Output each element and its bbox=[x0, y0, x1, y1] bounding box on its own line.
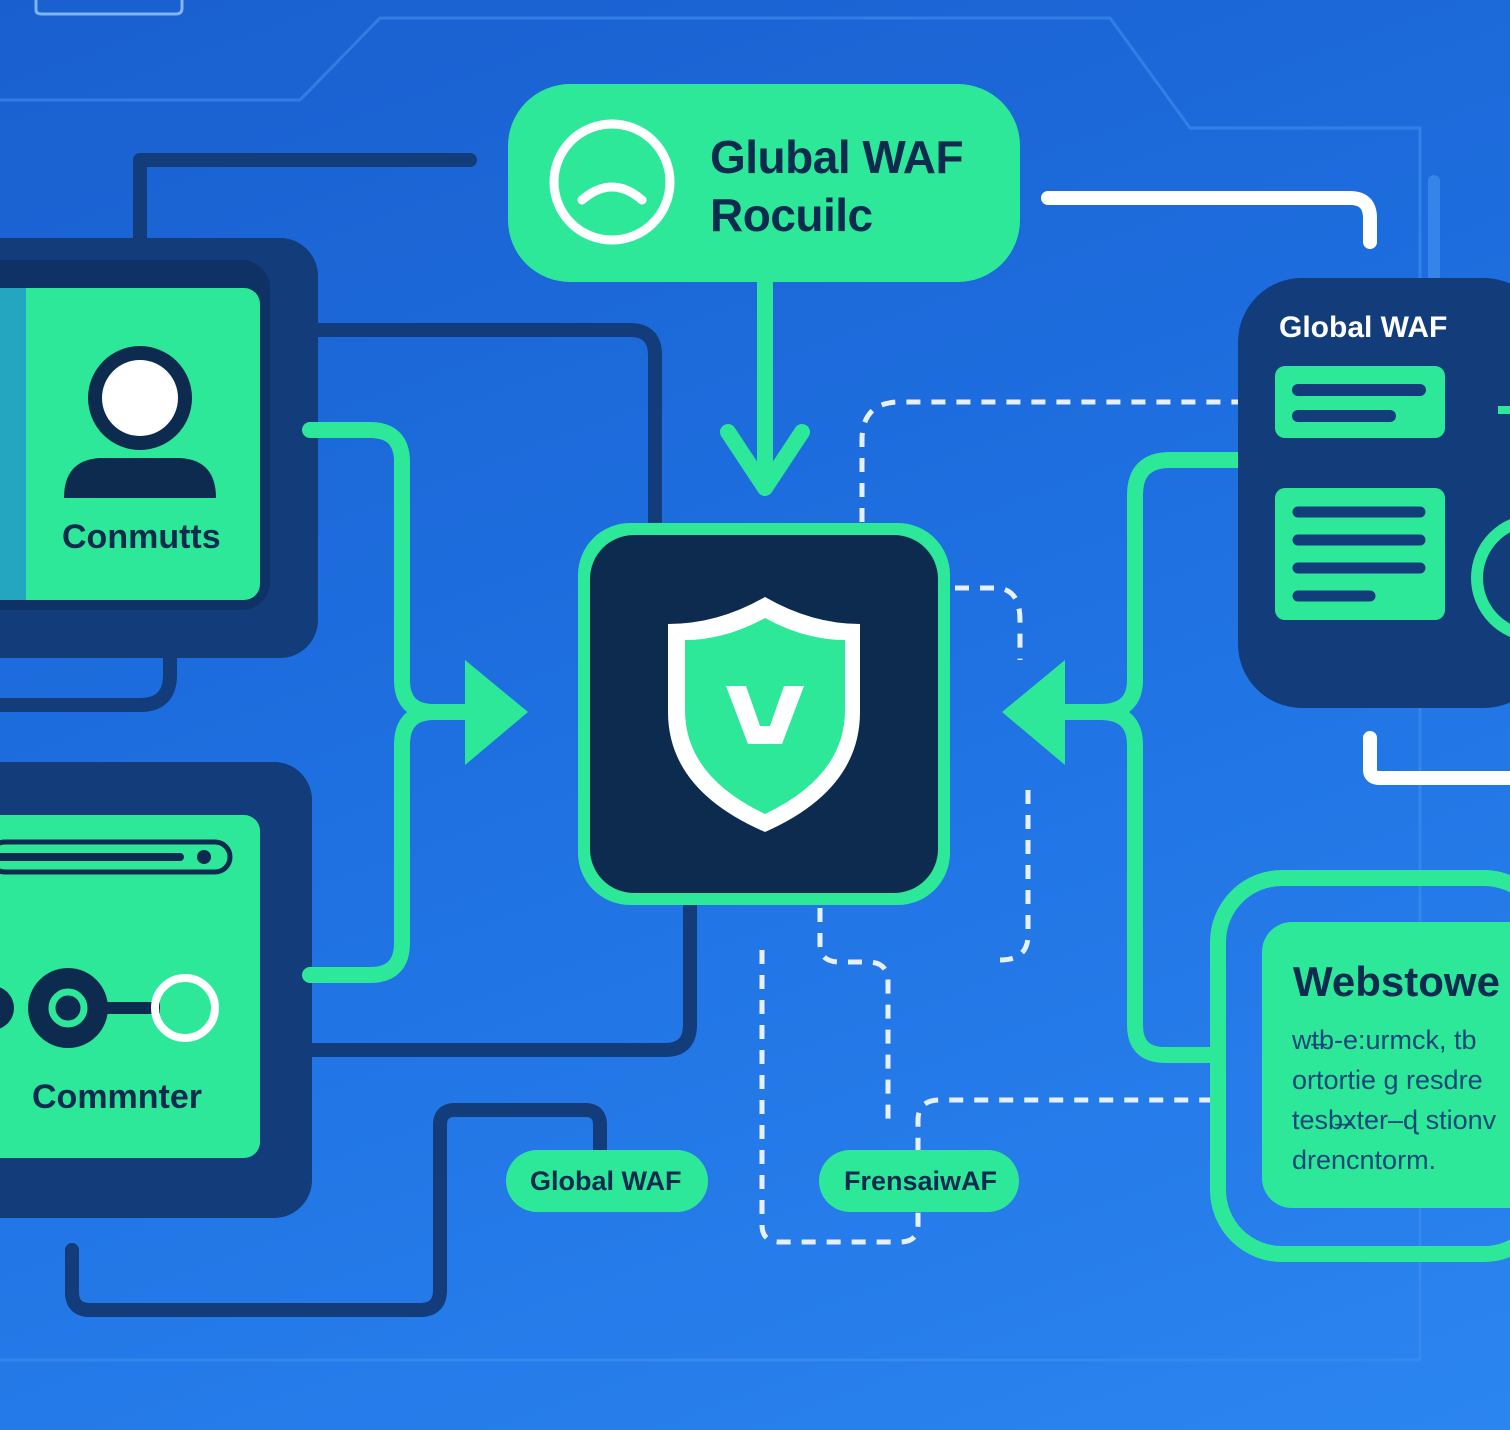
top-box-title-line1: Glubal WAF bbox=[710, 131, 964, 183]
web-card-body: wt̶b-e:urmck, tb ortortie g resdre tesb̶… bbox=[1292, 1020, 1496, 1180]
top-box-title: Glubal WAF Rocuilc bbox=[710, 128, 964, 244]
chevron-up-circle-icon bbox=[549, 119, 675, 245]
dark-connector-lines bbox=[0, 153, 697, 1317]
shield-check-icon bbox=[668, 597, 860, 832]
left-panel-conmutts[interactable] bbox=[0, 238, 318, 658]
white-bracket-top bbox=[1041, 191, 1377, 249]
top-box-title-line2: Rocuilc bbox=[710, 189, 873, 241]
center-waf-node[interactable] bbox=[578, 523, 950, 905]
arrowheads bbox=[465, 660, 1065, 765]
frame-top-left-tab bbox=[34, 0, 184, 16]
pill-frensaiwaf: FrensaiwAF bbox=[844, 1166, 998, 1196]
pill-frensaiwaf-shape[interactable] bbox=[819, 1150, 1019, 1212]
node-link-icon bbox=[0, 968, 219, 1048]
right-card-title: Global WAF bbox=[1279, 311, 1448, 344]
white-bracket-bottom bbox=[1363, 731, 1510, 785]
web-card-line: ortortie g resdre bbox=[1292, 1065, 1483, 1095]
green-connector-lines bbox=[302, 274, 1246, 1063]
toggle-ring-icon bbox=[1471, 519, 1510, 637]
pill-global-waf: Global WAF bbox=[530, 1166, 682, 1196]
arrow-right-icon bbox=[465, 660, 528, 765]
arrow-left-icon bbox=[1002, 660, 1065, 765]
left-panel-label-conmutts: Conmutts bbox=[62, 518, 221, 556]
web-card[interactable] bbox=[1210, 870, 1510, 1262]
arrow-down-icon bbox=[720, 424, 810, 496]
web-card-line: tesb̶xter–ɖ stionv bbox=[1292, 1105, 1497, 1135]
web-card-line: drencntorm. bbox=[1292, 1145, 1437, 1175]
document-lines-icon bbox=[1275, 366, 1445, 620]
web-card-line: wt̶b-e:urmck, tb bbox=[1292, 1025, 1477, 1055]
pill-global-waf-shape[interactable] bbox=[506, 1150, 708, 1212]
left-panel-label-commnter: Commnter bbox=[32, 1078, 203, 1116]
web-card-heading: Webstowe bbox=[1293, 958, 1500, 1005]
left-panel-commnter[interactable] bbox=[0, 762, 312, 1218]
dashed-connector-lines bbox=[759, 399, 1240, 1245]
right-card-global-waf[interactable] bbox=[1238, 278, 1510, 708]
top-box-global-waf[interactable] bbox=[508, 84, 1020, 282]
user-avatar-icon bbox=[64, 346, 216, 498]
